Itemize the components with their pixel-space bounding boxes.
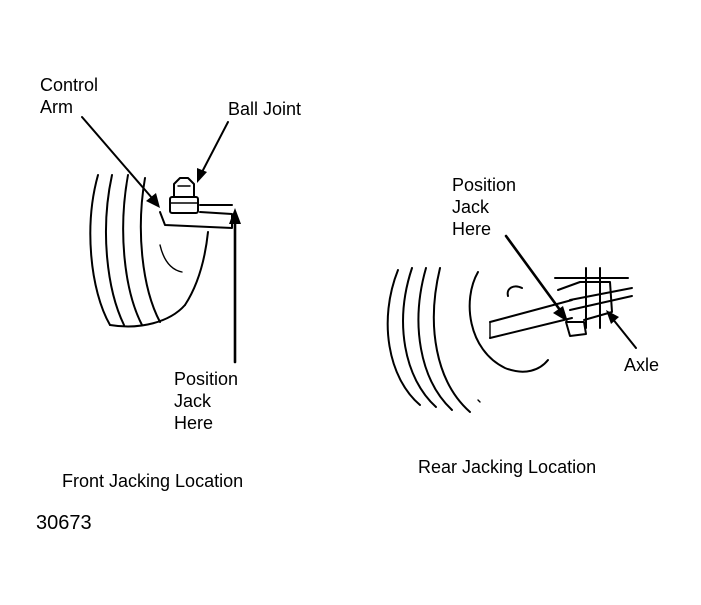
front-tire-arc-4 [139,177,161,323]
control-arm-arrowhead [146,193,160,208]
rear-axle-tube-bottom [489,317,573,339]
front-tire-arc-3 [122,174,143,326]
rear-position-jack-label: Position Jack Here [452,175,517,239]
front-tire-sidewall [184,231,209,306]
rear-wheel-assembly [386,234,637,413]
rear-jack-pad [565,321,587,337]
rear-jack-arrowhead [553,306,568,322]
front-tire-bottom [109,304,186,328]
axle-label: Axle [624,355,660,375]
rear-axle-tube-top [489,299,573,323]
control-arm-arrow-line [81,116,153,199]
rear-tire-arc-3 [417,267,453,411]
rear-hub-cap [506,285,523,297]
ball-joint-arrowhead [197,168,207,183]
front-wheel-assembly [81,116,241,364]
control-arm-label: Control Arm [40,75,99,117]
rear-tire-tick [477,399,481,403]
rear-wheel-hub [468,271,549,373]
ball-joint-label: Ball Joint [228,99,302,119]
ball-joint-nut [173,177,195,198]
front-tire-arc-1 [89,174,111,326]
front-tire-arc-2 [105,174,125,326]
front-jack-arrowhead [229,208,241,224]
ball-joint-body [169,196,199,214]
front-control-arm [159,211,233,229]
rear-leaf-lower [569,295,633,311]
front-position-jack-label: Position Jack Here [174,369,239,433]
axle-arrowhead [606,310,619,324]
rear-jacking-caption: Rear Jacking Location [418,457,597,477]
figure-number: 30673 [36,512,92,534]
rear-tire-arc-2 [402,267,437,408]
rear-bracket [557,281,613,321]
rear-tire-arc-1 [386,269,421,406]
front-wheel-hub-arc [159,244,183,273]
rear-tire-arc-4 [432,267,471,413]
ball-joint-arrow-line [200,121,229,175]
rear-leaf-upper [569,287,633,301]
front-jacking-caption: Front Jacking Location [62,471,244,491]
axle-arrow-line [611,317,637,349]
rear-jack-arrow-line [504,234,562,312]
